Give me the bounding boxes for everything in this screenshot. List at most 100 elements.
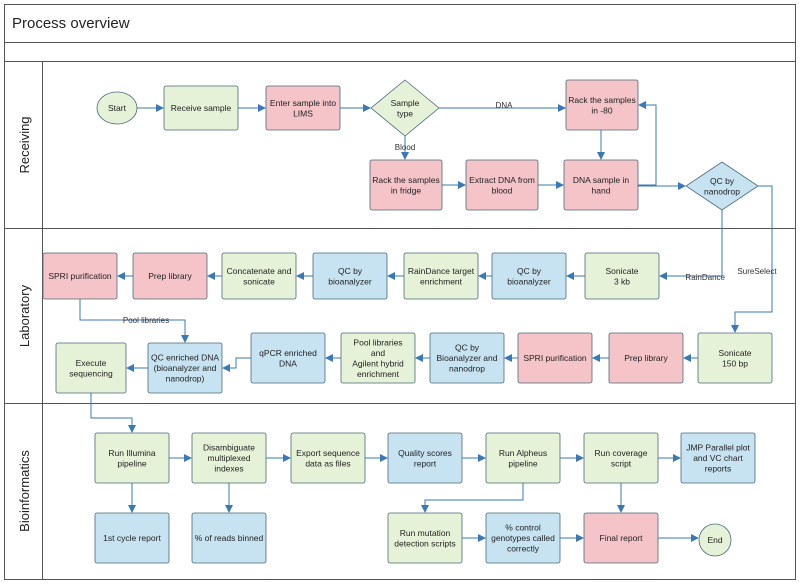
box-shape [250, 332, 326, 384]
edge-label-sureselect: SureSelect [737, 267, 777, 276]
box-shape [163, 85, 239, 131]
box-shape [132, 252, 208, 300]
box-shape [191, 432, 267, 484]
page-title: Process overview [12, 15, 130, 32]
box-shape [465, 159, 539, 211]
connector-spri1-to-qcenriched [79, 299, 189, 343]
box-shape [221, 252, 297, 300]
node-label: Final report [600, 533, 644, 543]
outer-frame [4, 4, 796, 580]
lane-laboratory: Laboratory [17, 284, 32, 347]
box-shape [290, 432, 366, 484]
node-prep1: Prep library [132, 252, 208, 300]
connector-qc-to-sonicate150 [731, 185, 773, 333]
node-prep2: Prep library [608, 332, 684, 384]
node-spri2: SPRI purification [517, 332, 593, 384]
box-shape [340, 332, 416, 384]
box-shape [265, 85, 341, 131]
box-shape [485, 512, 561, 564]
node-label: Prep library [148, 271, 192, 281]
box-shape [583, 432, 659, 484]
node-label: SPRI purification [48, 271, 112, 281]
box-shape [94, 512, 170, 564]
edge-label-blood: Blood [395, 143, 415, 152]
node-end: End [698, 523, 732, 557]
edge-label-dna: DNA [496, 101, 514, 110]
box-shape [697, 332, 773, 384]
box-shape [42, 252, 118, 300]
box-shape [55, 342, 127, 394]
box-shape [147, 342, 223, 394]
node-binned: % of reads binned [191, 512, 267, 564]
lane-bioinformatics: Bioinformatics [17, 450, 32, 532]
connector-dnahand-to-rack80 [638, 101, 657, 186]
diamond-shape [685, 161, 759, 211]
connector-alpheus-to-mutation [421, 483, 524, 513]
box-shape [563, 159, 639, 211]
node-label: SPRI purification [523, 353, 587, 363]
box-shape [387, 432, 463, 484]
connector-qc-to-sonicate3 [659, 210, 723, 280]
node-label: Start [108, 103, 127, 113]
connector-exec-to-illumina [90, 393, 136, 433]
box-shape [491, 252, 567, 300]
lane-receiving: Receiving [17, 116, 32, 173]
box-shape [429, 332, 505, 384]
box-shape [312, 252, 388, 300]
node-spri1: SPRI purification [42, 252, 118, 300]
node-label: % of reads binned [195, 533, 264, 543]
node-cycle1: 1st cycle report [94, 512, 170, 564]
node-label: End [707, 535, 722, 545]
circle-shape [96, 91, 138, 125]
node-label: Receive sample [171, 103, 232, 113]
box-shape [369, 159, 443, 211]
box-shape [387, 512, 463, 564]
node-final: Final report [583, 512, 659, 564]
connector-qpcr-to-qcenriched [222, 357, 251, 372]
